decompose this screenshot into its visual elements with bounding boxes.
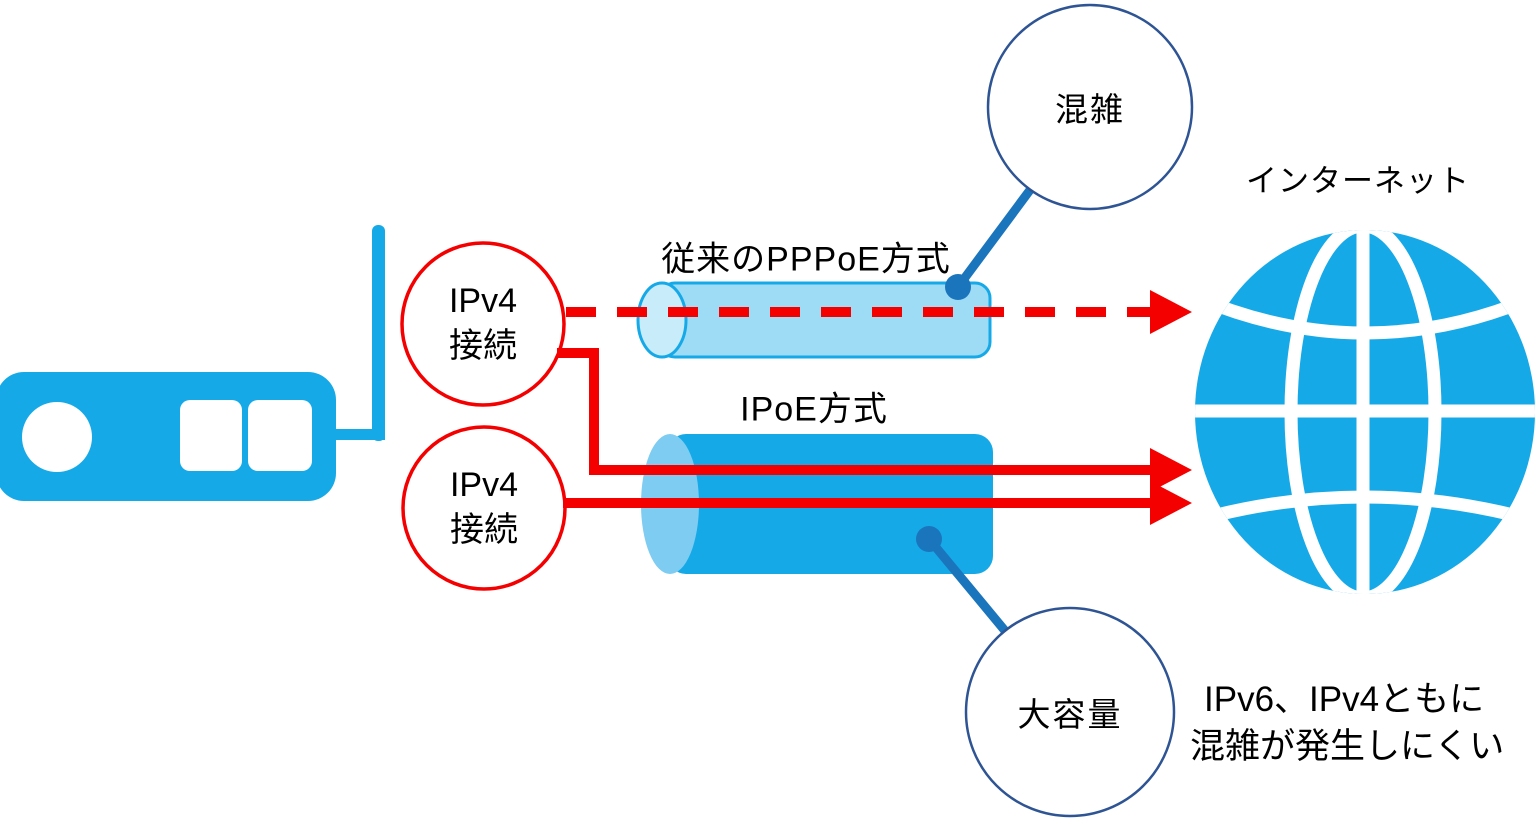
note-text: IPv6、IPv4ともに 混雑が発生しにくい [1190, 676, 1504, 770]
callout-line [953, 185, 1035, 292]
ipv4-connection-circle-top [400, 241, 566, 407]
globe-icon [1195, 230, 1535, 594]
router-port-2 [248, 400, 312, 471]
pppoe-pipe-body [658, 281, 992, 359]
pppoe-pipe-title: 従来のPPPoE方式 [661, 240, 951, 279]
wifi-router-icon [0, 225, 385, 501]
router-antenna-arm [332, 429, 385, 440]
globe-gridlines [1195, 230, 1535, 594]
pppoe-pipe-cap [636, 281, 688, 359]
ipoe-arrow-1 [557, 348, 1192, 492]
ipv4-connection-label-top: IPv4 接続 [449, 279, 517, 369]
congestion-callout-connector [945, 185, 1035, 300]
capacity-callout-circle [964, 606, 1176, 818]
arrowhead [1150, 448, 1192, 492]
ipv4-bottom-line1: IPv4 [449, 466, 519, 504]
pppoe-pipe [636, 281, 992, 359]
capacity-callout-connector [916, 526, 1011, 637]
arrowhead [1150, 481, 1192, 525]
capacity-label: 大容量 [1017, 696, 1123, 733]
router-antenna [372, 225, 385, 441]
ipoe-pipe-title: IPoE方式 [740, 390, 888, 429]
congestion-label: 混雑 [1055, 91, 1125, 128]
internet-label: インターネット [1246, 163, 1470, 199]
note-line1: IPv6、IPv4ともに [1204, 680, 1485, 719]
elbow-line [557, 348, 1152, 475]
callout-line [924, 534, 1011, 637]
ipv4-top-line1: IPv4 [448, 282, 518, 320]
router-led-circle [22, 402, 92, 472]
ipoe-arrow-2 [563, 481, 1192, 525]
ipv4-bottom-line2: 接続 [449, 511, 518, 549]
arrowhead [1150, 290, 1192, 334]
router-port-1 [180, 400, 242, 471]
ipv4-top-line2: 接続 [448, 327, 517, 365]
pppoe-dashed-arrow [566, 290, 1192, 334]
callout-dot [916, 526, 942, 552]
callout-dot [945, 274, 971, 300]
note-line2: 混雑が発生しにくい [1190, 727, 1505, 766]
ipv4-connection-label-bottom: IPv4 接続 [450, 463, 518, 553]
congestion-callout-circle [986, 3, 1194, 211]
